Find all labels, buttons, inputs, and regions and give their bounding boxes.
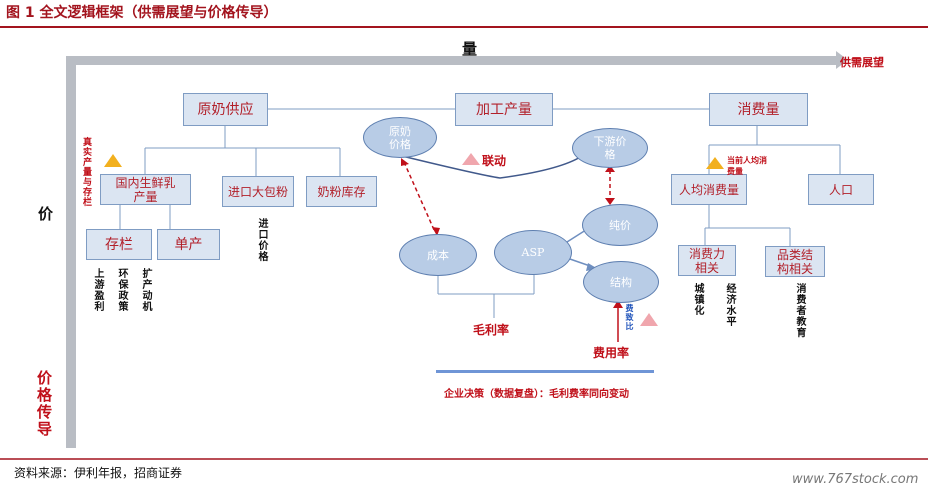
figure-title: 图 1 全文逻辑框架（供需展望与价格传导）: [6, 5, 278, 21]
node-consume-power: 消费力相关: [678, 245, 736, 276]
axis-label-price: 价: [38, 205, 54, 223]
pink-triangle-expense: [640, 313, 658, 326]
factor-urbanization: 城镇化: [692, 283, 703, 316]
node-domestic-raw: 国内生鲜乳产量: [100, 174, 191, 205]
factor-education: 消费者教育: [794, 283, 805, 338]
node-asp: ASP: [494, 230, 572, 275]
node-pure-price: 纯价: [582, 204, 658, 246]
node-structure: 结构: [583, 261, 659, 303]
node-downstream-price: 下游价格: [572, 128, 648, 168]
label-expense-caused: 费致比: [625, 304, 635, 331]
decision-bar: [436, 370, 654, 373]
node-consumption: 消费量: [709, 93, 808, 126]
axis-label-outlook: 供需展望: [840, 56, 884, 69]
title-rule: [0, 26, 928, 28]
vertical-axis-bar: [66, 56, 76, 448]
label-current-per-capita: 当前人均消费量: [727, 155, 767, 176]
label-gross-margin: 毛利率: [473, 323, 510, 337]
node-stock-bar: 存栏: [86, 229, 152, 260]
label-import-price: 进口价格: [256, 218, 267, 262]
node-unit-yield: 单产: [157, 229, 220, 260]
warn-triangle-supply: [104, 154, 122, 167]
axis-arrow-right: [836, 51, 848, 69]
factor-upstream-profit: 上游盈利: [92, 268, 103, 312]
node-cost: 成本: [399, 234, 477, 276]
node-raw-price: 原奶价格: [363, 117, 437, 158]
label-real-output: 真实产量与存栏: [81, 137, 91, 207]
axis-label-price-transmission: 价格传导: [35, 370, 53, 438]
node-powder-stock: 奶粉库存: [306, 176, 377, 207]
warn-triangle-consume: [706, 157, 724, 169]
label-expense-ratio: 费用率: [593, 346, 630, 360]
label-decision: 企业决策（数据复盘）：毛利费率同向变动: [444, 389, 629, 400]
label-linkage: 联动: [482, 154, 507, 168]
pink-triangle-linkage: [462, 153, 480, 165]
source-note: 资料来源：伊利年报，招商证券: [14, 466, 183, 480]
watermark: www.767stock.com: [792, 472, 919, 487]
node-per-capita: 人均消费量: [671, 174, 747, 205]
factor-expansion: 扩产动机: [140, 268, 151, 312]
node-category-structure: 品类结构相关: [765, 246, 825, 277]
axis-label-quantity: 量: [462, 40, 478, 58]
factor-economy: 经济水平: [724, 283, 735, 327]
node-raw-supply: 原奶供应: [183, 93, 268, 126]
node-population: 人口: [808, 174, 874, 205]
factor-env-policy: 环保政策: [116, 268, 127, 312]
node-import-powder: 进口大包粉: [222, 176, 294, 207]
node-processing: 加工产量: [455, 93, 553, 126]
horizontal-axis-bar: [66, 56, 836, 65]
